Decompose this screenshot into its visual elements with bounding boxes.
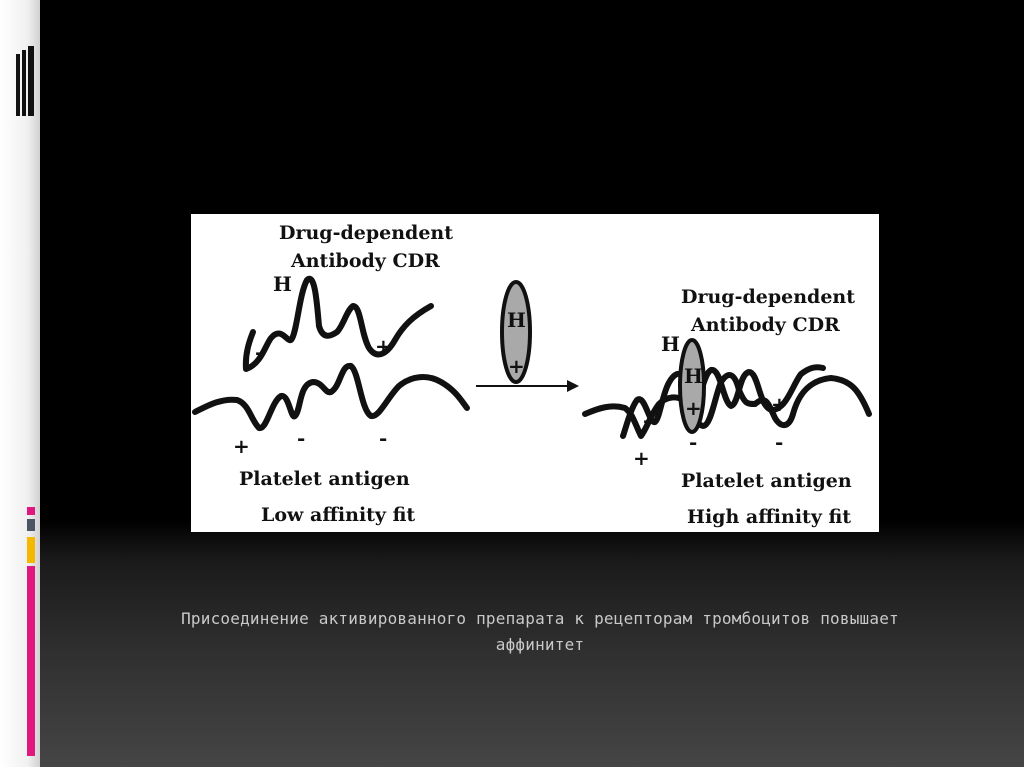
left-cdr-label-line2: Antibody CDR	[291, 250, 440, 272]
right-h-outer-symbol: H	[661, 332, 680, 356]
right-plus-bottom: +	[633, 446, 650, 470]
right-h-drug-symbol: H	[684, 364, 703, 388]
icon-bar	[22, 50, 26, 116]
caption-line-2: аффинитет	[495, 635, 585, 654]
left-h-symbol: H	[273, 272, 292, 296]
left-minus-bottom-1: -	[297, 426, 306, 450]
right-minus-left: -	[643, 408, 652, 432]
drug-ellipse	[500, 280, 532, 384]
left-sidebar-strip	[0, 0, 40, 767]
left-platelet-antigen-curve	[192, 363, 470, 431]
figure-drawing	[192, 275, 872, 439]
right-antigen-label: Platelet antigen	[681, 470, 852, 492]
icon-bar	[28, 46, 34, 116]
caption-line-1: Присоединение активированного препарата …	[181, 609, 899, 628]
drug-plus-symbol: +	[508, 354, 525, 378]
right-minus-bottom-2: -	[775, 430, 784, 454]
left-antigen-label: Platelet antigen	[239, 468, 410, 490]
accent-bar-magenta-small	[27, 507, 35, 515]
left-minus-top: -	[255, 340, 264, 364]
left-antibody-cdr-curve	[242, 275, 434, 372]
right-plus-top: +	[771, 392, 788, 416]
left-plus-bottom: +	[233, 434, 250, 458]
right-plus-drug-symbol: +	[685, 396, 702, 420]
left-minus-bottom-2: -	[379, 426, 388, 450]
right-cdr-label-line1: Drug-dependent	[681, 286, 855, 308]
left-cdr-label-line1: Drug-dependent	[279, 222, 453, 244]
right-minus-bottom-1: -	[689, 430, 698, 454]
icon-bar	[16, 54, 20, 116]
reaction-arrow-head	[567, 380, 579, 392]
accent-bar-yellow	[27, 537, 35, 563]
slide-caption: Присоединение активированного препарата …	[100, 606, 980, 658]
left-fit-label: Low affinity fit	[261, 504, 416, 526]
right-cdr-label-line2: Antibody CDR	[691, 314, 840, 336]
antibody-binding-figure: Drug-dependent Antibody CDR H - + + - - …	[191, 214, 879, 532]
accent-bar-magenta-long	[27, 566, 35, 756]
accent-bar-slate	[27, 519, 35, 531]
left-plus-top: +	[375, 334, 392, 358]
drug-h-symbol: H	[507, 308, 526, 332]
right-antibody-cdr-curve	[620, 364, 826, 439]
bound-drug-ellipse	[678, 338, 706, 434]
right-fit-label: High affinity fit	[687, 506, 852, 528]
stacked-pages-icon	[16, 46, 38, 116]
